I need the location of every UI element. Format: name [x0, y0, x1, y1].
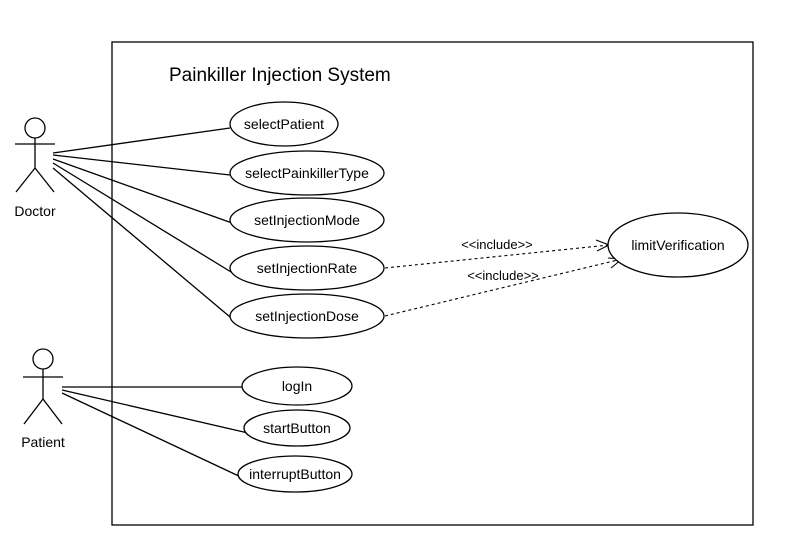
doctor-associations [52, 127, 237, 323]
use-case-ellipse [243, 409, 351, 447]
use-case-ellipse [229, 150, 385, 196]
system-boundary [111, 41, 754, 526]
use-case-ellipse [229, 101, 339, 147]
actor-head [32, 348, 54, 370]
use-case-label: limitVerification [631, 237, 724, 253]
use-case-startButton: startButton [243, 409, 351, 447]
association-line [52, 167, 237, 323]
use-case-selectPainkillerType: selectPainkillerType [229, 150, 385, 196]
include-label: <<include>> [461, 237, 533, 252]
use-case-ellipse [607, 212, 749, 278]
actor-doctor-label: Doctor [14, 203, 56, 219]
use-case-label: interruptButton [249, 466, 341, 482]
include-line [384, 244, 610, 269]
actor-patient-label: Patient [21, 434, 65, 450]
use-case-ellipse [237, 455, 353, 493]
association-line [52, 154, 231, 176]
use-case-setInjectionRate: setInjectionRate [229, 245, 385, 291]
use-case-ellipse [229, 293, 385, 339]
association-line [52, 162, 237, 276]
association-line [52, 127, 231, 154]
include-label: <<include>> [467, 268, 539, 283]
use-case-label: setInjectionRate [257, 260, 358, 276]
actor-leg-right [34, 167, 55, 193]
use-case-ellipse [229, 245, 385, 291]
association-line [52, 158, 233, 224]
system-title: Painkiller Injection System [169, 65, 391, 86]
actor-head [24, 117, 46, 139]
use-case-setInjectionMode: setInjectionMode [229, 197, 385, 243]
actor-leg-left [15, 167, 36, 193]
use-case-logIn: logIn [241, 366, 353, 406]
use-case-selectPatient: selectPatient [229, 101, 339, 147]
actor-leg-right [42, 398, 63, 425]
association-line [61, 389, 249, 434]
actor-doctor: Doctor [14, 117, 56, 219]
use-case-label: logIn [282, 378, 312, 394]
include-relationships: <<include>> <<include>> [384, 237, 624, 317]
patient-associations [61, 386, 249, 479]
actor-leg-left [23, 398, 44, 425]
use-case-label: selectPatient [244, 116, 324, 132]
use-case-label: setInjectionDose [255, 308, 359, 324]
include-line [384, 258, 623, 317]
actor-patient: Patient [21, 348, 65, 450]
use-case-ellipse [241, 366, 353, 406]
use-case-label: setInjectionMode [254, 212, 360, 228]
use-case-label: startButton [263, 420, 331, 436]
use-case-ellipse [229, 197, 385, 243]
use-case-setInjectionDose: setInjectionDose [229, 293, 385, 339]
association-line [61, 392, 244, 479]
use-case-limitVerification: limitVerification [607, 212, 749, 278]
use-case-label: selectPainkillerType [245, 165, 369, 181]
use-case-interruptButton: interruptButton [237, 455, 353, 493]
